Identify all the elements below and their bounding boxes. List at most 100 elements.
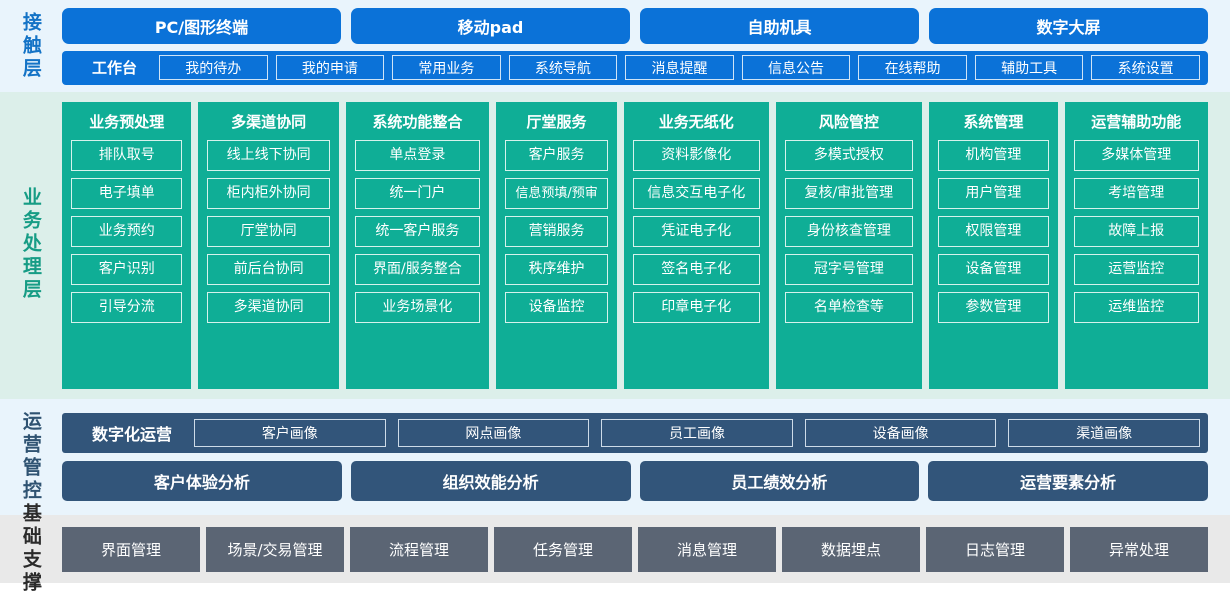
- business-column: 业务无纸化 资料影像化 信息交互电子化 凭证电子化 签名电子化 印章电子化: [624, 102, 769, 389]
- business-column-title: 运营辅助功能: [1091, 113, 1182, 131]
- business-item[interactable]: 厅堂协同: [207, 216, 330, 247]
- business-item[interactable]: 多模式授权: [784, 140, 914, 171]
- workbench-item[interactable]: 系统设置: [1091, 55, 1200, 80]
- business-item[interactable]: 冠字号管理: [784, 254, 914, 285]
- portrait-chip[interactable]: 员工画像: [601, 419, 793, 447]
- business-item[interactable]: 运维监控: [1073, 292, 1199, 323]
- workbench-item[interactable]: 在线帮助: [858, 55, 967, 80]
- workbench-item[interactable]: 辅助工具: [974, 55, 1084, 80]
- business-item[interactable]: 电子填单: [71, 178, 183, 209]
- business-item[interactable]: 用户管理: [938, 178, 1049, 209]
- business-item[interactable]: 柜内柜外协同: [207, 178, 330, 209]
- operations-layer: 运营管控 数字化运营 客户画像 网点画像 员工画像 设备画像 渠道画像 客户体验…: [0, 399, 1230, 515]
- workbench-item[interactable]: 我的申请: [275, 55, 385, 80]
- business-item[interactable]: 机构管理: [938, 140, 1049, 171]
- portrait-chip[interactable]: 渠道画像: [1008, 419, 1200, 447]
- analysis-button[interactable]: 客户体验分析: [62, 461, 342, 501]
- business-column-title: 系统管理: [963, 113, 1024, 131]
- business-column: 多渠道协同 线上线下协同 柜内柜外协同 厅堂协同 前后台协同 多渠道协同: [198, 102, 339, 389]
- business-item[interactable]: 信息预填/预审: [505, 178, 609, 209]
- business-layer-body: 业务预处理 排队取号 电子填单 业务预约 客户识别 引导分流 多渠道协同 线上线…: [60, 98, 1230, 391]
- business-item[interactable]: 线上线下协同: [207, 140, 330, 171]
- business-item[interactable]: 印章电子化: [633, 292, 760, 323]
- contact-layer-label-text: 接触层: [19, 11, 42, 81]
- business-item[interactable]: 业务预约: [71, 216, 183, 247]
- business-column-items: 排队取号 电子填单 业务预约 客户识别 引导分流: [71, 140, 183, 379]
- business-item[interactable]: 凭证电子化: [633, 216, 760, 247]
- business-item[interactable]: 权限管理: [938, 216, 1049, 247]
- foundation-item[interactable]: 日志管理: [926, 526, 1064, 572]
- channel-row: PC/图形终端 移动pad 自助机具 数字大屏: [62, 7, 1208, 44]
- business-item[interactable]: 多渠道协同: [207, 292, 330, 323]
- workbench-item[interactable]: 系统导航: [508, 55, 618, 80]
- foundation-item[interactable]: 异常处理: [1070, 526, 1208, 572]
- foundation-item[interactable]: 消息管理: [638, 526, 776, 572]
- analysis-row: 客户体验分析 组织效能分析 员工绩效分析 运营要素分析: [62, 461, 1208, 501]
- business-column: 系统功能整合 单点登录 统一门户 统一客户服务 界面/服务整合 业务场景化: [345, 102, 490, 389]
- portrait-chip[interactable]: 网点画像: [397, 419, 590, 447]
- workbench-item[interactable]: 消息提醒: [625, 55, 734, 80]
- workbench-item[interactable]: 我的待办: [159, 55, 268, 80]
- business-item[interactable]: 客户服务: [505, 140, 609, 171]
- foundation-item[interactable]: 场景/交易管理: [206, 526, 344, 572]
- workbench-item[interactable]: 常用业务: [392, 55, 501, 80]
- business-item[interactable]: 业务场景化: [354, 292, 481, 323]
- business-item[interactable]: 身份核查管理: [784, 216, 914, 247]
- business-item[interactable]: 签名电子化: [633, 254, 760, 285]
- business-item[interactable]: 设备管理: [938, 254, 1049, 285]
- foundation-layer-label-text: 基础支撑: [19, 503, 42, 595]
- business-item[interactable]: 名单检查等: [784, 292, 914, 323]
- business-item[interactable]: 单点登录: [354, 140, 481, 171]
- contact-layer-body: PC/图形终端 移动pad 自助机具 数字大屏 工作台 我的待办 我的申请 常用…: [60, 2, 1230, 91]
- business-item[interactable]: 界面/服务整合: [354, 254, 481, 285]
- business-column: 运营辅助功能 多媒体管理 考培管理 故障上报 运营监控 运维监控: [1064, 102, 1208, 389]
- channel-button[interactable]: 数字大屏: [929, 7, 1208, 44]
- workbench-title: 工作台: [92, 59, 138, 77]
- business-column-items: 客户服务 信息预填/预审 营销服务 秩序维护 设备监控: [505, 140, 609, 379]
- business-item[interactable]: 营销服务: [505, 216, 609, 247]
- business-item[interactable]: 资料影像化: [633, 140, 760, 171]
- business-item[interactable]: 客户识别: [71, 254, 183, 285]
- business-item[interactable]: 设备监控: [505, 292, 609, 323]
- business-item[interactable]: 引导分流: [71, 292, 183, 323]
- business-item[interactable]: 考培管理: [1073, 178, 1199, 209]
- analysis-button[interactable]: 运营要素分析: [928, 461, 1208, 501]
- business-column-title: 多渠道协同: [231, 113, 307, 131]
- channel-button[interactable]: PC/图形终端: [62, 7, 341, 44]
- business-item[interactable]: 秩序维护: [505, 254, 609, 285]
- business-column: 风险管控 多模式授权 复核/审批管理 身份核查管理 冠字号管理 名单检查等: [775, 102, 923, 389]
- business-item[interactable]: 统一门户: [354, 178, 481, 209]
- workbench-item[interactable]: 信息公告: [741, 55, 851, 80]
- portrait-chip[interactable]: 客户画像: [194, 419, 386, 447]
- business-item[interactable]: 前后台协同: [207, 254, 330, 285]
- business-item[interactable]: 信息交互电子化: [633, 178, 760, 209]
- workbench-row: 工作台 我的待办 我的申请 常用业务 系统导航 消息提醒 信息公告 在线帮助 辅…: [62, 50, 1208, 85]
- portrait-chip[interactable]: 设备画像: [804, 419, 997, 447]
- business-column-title: 业务预处理: [89, 113, 165, 131]
- business-column-title: 厅堂服务: [526, 113, 587, 131]
- foundation-item[interactable]: 数据埋点: [782, 526, 920, 572]
- digital-operations-row: 数字化运营 客户画像 网点画像 员工画像 设备画像 渠道画像: [62, 413, 1208, 453]
- analysis-button[interactable]: 组织效能分析: [350, 461, 631, 501]
- business-item[interactable]: 多媒体管理: [1073, 140, 1199, 171]
- business-item[interactable]: 统一客户服务: [354, 216, 481, 247]
- foundation-item[interactable]: 流程管理: [350, 526, 488, 572]
- business-item[interactable]: 参数管理: [938, 292, 1049, 323]
- business-item[interactable]: 复核/审批管理: [784, 178, 914, 209]
- business-item[interactable]: 运营监控: [1073, 254, 1199, 285]
- foundation-layer-label: 基础支撑: [0, 503, 60, 595]
- business-column-items: 多模式授权 复核/审批管理 身份核查管理 冠字号管理 名单检查等: [784, 140, 914, 379]
- analysis-button[interactable]: 员工绩效分析: [639, 461, 920, 501]
- channel-button[interactable]: 移动pad: [351, 7, 630, 44]
- foundation-item[interactable]: 任务管理: [494, 526, 632, 572]
- business-item[interactable]: 故障上报: [1073, 216, 1199, 247]
- foundation-item[interactable]: 界面管理: [62, 526, 200, 572]
- business-item[interactable]: 排队取号: [71, 140, 183, 171]
- business-column-title: 系统功能整合: [372, 113, 463, 131]
- channel-button[interactable]: 自助机具: [640, 7, 919, 44]
- operations-layer-label-text: 运营管控: [19, 411, 42, 503]
- business-column-items: 单点登录 统一门户 统一客户服务 界面/服务整合 业务场景化: [354, 140, 481, 379]
- business-column-title: 风险管控: [818, 113, 879, 131]
- foundation-layer: 基础支撑 界面管理 场景/交易管理 流程管理 任务管理 消息管理 数据埋点 日志…: [0, 503, 1230, 595]
